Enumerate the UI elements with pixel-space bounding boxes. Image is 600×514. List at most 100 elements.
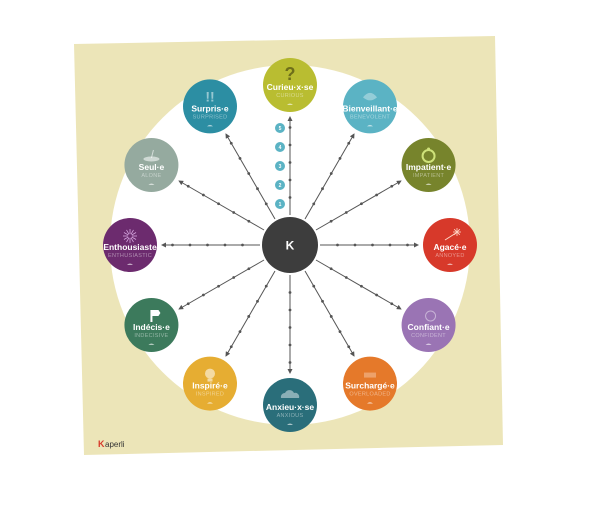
- lightbulb-icon: [205, 368, 215, 382]
- spoke-tick[interactable]: [186, 184, 190, 188]
- spoke-tick[interactable]: [312, 202, 316, 206]
- spoke-tick[interactable]: [264, 284, 268, 288]
- weights-icon: [364, 372, 376, 378]
- spoke-tick[interactable]: [247, 172, 251, 175]
- spoke-tick[interactable]: [353, 243, 357, 247]
- spoke-tick[interactable]: [238, 156, 242, 160]
- emotion-label: Anxieu·x·se: [266, 402, 314, 412]
- spoke-tick[interactable]: [390, 302, 394, 306]
- spoke-tick[interactable]: [256, 299, 259, 303]
- spoke-tick[interactable]: [329, 267, 333, 271]
- spoke-tick[interactable]: [338, 156, 342, 160]
- spoke-tick[interactable]: [206, 243, 209, 247]
- spoke-tick[interactable]: [388, 243, 392, 247]
- spoke-tick[interactable]: [238, 330, 242, 334]
- spoke-tick[interactable]: [188, 243, 192, 247]
- brand-logo: K aperli: [98, 439, 125, 449]
- spoke-tick[interactable]: [288, 178, 292, 182]
- spoke-tick[interactable]: [288, 291, 292, 294]
- emotion-circle: [343, 79, 397, 134]
- spoke-tick[interactable]: [247, 267, 251, 271]
- spoke-tick[interactable]: [264, 202, 268, 206]
- spoke-tick[interactable]: [223, 243, 227, 247]
- spoke-tick[interactable]: [329, 219, 333, 223]
- spoke-tick[interactable]: [347, 345, 351, 349]
- spoke-tick[interactable]: [375, 293, 379, 297]
- scale-level-3: 3: [275, 161, 285, 171]
- spoke-tick[interactable]: [375, 193, 379, 197]
- hub-logo: K: [286, 239, 295, 253]
- spoke-tick[interactable]: [321, 187, 324, 191]
- spoke-tick[interactable]: [406, 243, 409, 247]
- spoke-tick[interactable]: [288, 343, 292, 347]
- spoke-tick[interactable]: [347, 141, 351, 145]
- spoke-tick[interactable]: [288, 361, 292, 364]
- spoke-tick[interactable]: [229, 345, 233, 349]
- mini-logo-icon: [367, 124, 373, 127]
- spoke-tick[interactable]: [371, 243, 374, 247]
- mini-logo-icon: [207, 402, 213, 404]
- spoke-tick[interactable]: [288, 143, 292, 147]
- spoke-tick[interactable]: [201, 193, 205, 197]
- center-hub[interactable]: K: [262, 217, 318, 273]
- spoke-tick[interactable]: [217, 284, 220, 288]
- mini-logo-icon: [425, 343, 432, 345]
- spoke-tick[interactable]: [186, 302, 190, 306]
- spoke-tick[interactable]: [360, 284, 363, 288]
- spoke-tick[interactable]: [256, 187, 259, 191]
- spoke-tick[interactable]: [288, 196, 292, 199]
- svg-text:?: ?: [285, 64, 296, 84]
- emotion-label: Impatient·e: [406, 162, 452, 172]
- spoke-tick[interactable]: [312, 284, 316, 288]
- spoke-tick[interactable]: [329, 315, 333, 318]
- spoke-tick[interactable]: [336, 243, 339, 247]
- emotion-sublabel: INSPIRED: [196, 392, 224, 398]
- hub-circle: [262, 217, 318, 273]
- spoke-tick[interactable]: [247, 315, 251, 318]
- emotion-sublabel: ANXIOUS: [277, 413, 304, 419]
- spoke-tick[interactable]: [344, 211, 348, 214]
- svg-text:4: 4: [279, 145, 282, 151]
- spoke-tick[interactable]: [288, 161, 292, 164]
- emotion-label: Bienveillant·e: [342, 103, 398, 113]
- spoke-tick[interactable]: [201, 293, 205, 297]
- emotion-sublabel: ANNOYED: [435, 253, 464, 259]
- exclamation-icon: !!: [205, 88, 214, 104]
- spoke-tick[interactable]: [390, 184, 394, 188]
- spoke-tick[interactable]: [321, 299, 324, 303]
- spoke-tick[interactable]: [288, 308, 292, 312]
- spoke-tick[interactable]: [288, 126, 292, 129]
- emotion-circle: [263, 378, 317, 432]
- spoke-tick[interactable]: [338, 330, 342, 334]
- spoke-tick[interactable]: [232, 276, 236, 279]
- spoke-tick[interactable]: [360, 202, 363, 206]
- spoke-tick[interactable]: [171, 243, 174, 247]
- spoke-tick[interactable]: [247, 219, 251, 223]
- emotion-label: Seul·e: [139, 162, 165, 172]
- svg-text:5: 5: [279, 126, 282, 132]
- spoke-tick[interactable]: [229, 141, 233, 145]
- mini-logo-icon: [127, 263, 133, 265]
- spoke-tick[interactable]: [329, 172, 333, 175]
- spoke-tick[interactable]: [217, 202, 220, 206]
- spoke-tick[interactable]: [344, 276, 348, 279]
- svg-text:!!: !!: [205, 88, 214, 104]
- spoke-tick[interactable]: [232, 211, 236, 214]
- spoke-tick[interactable]: [288, 326, 292, 329]
- emotion-label: Surpris·e: [191, 103, 229, 113]
- spoke-tick[interactable]: [241, 243, 244, 247]
- sun-icon: [425, 310, 437, 322]
